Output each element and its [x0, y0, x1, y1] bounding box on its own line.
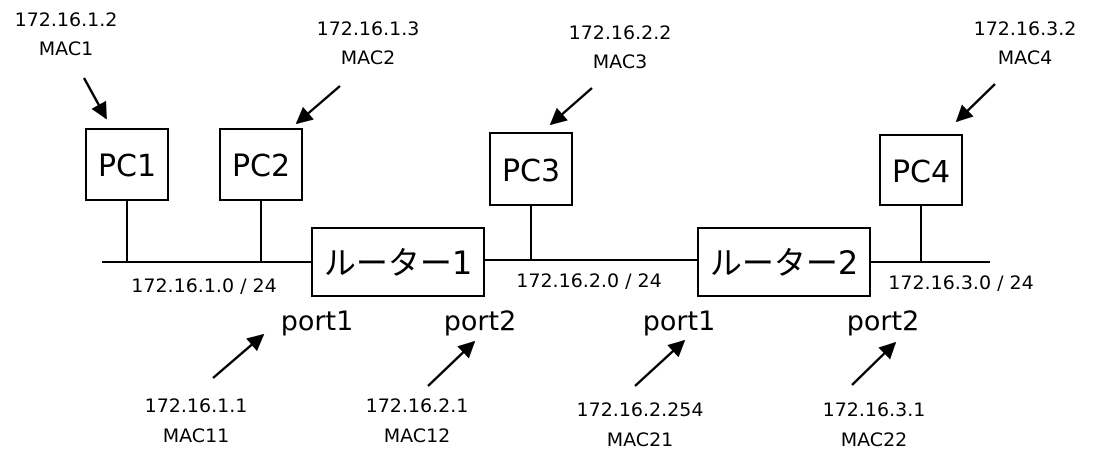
network-label-2: 172.16.2.0 / 24: [516, 270, 661, 292]
router1-port2-label: port2: [444, 306, 517, 337]
router2-port1-mac: MAC21: [607, 429, 674, 451]
router1-port1-label: port1: [281, 306, 354, 337]
router1: ルーター1: [311, 227, 485, 297]
pc2-address: 172.16.1.3 MAC2: [317, 18, 420, 69]
pc3-address: 172.16.2.2 MAC3: [569, 22, 672, 73]
router1-label: ルーター1: [324, 244, 472, 282]
router2-port2-mac: MAC22: [841, 429, 908, 451]
router2-port2-arrow: [851, 341, 897, 386]
router2: ルーター2: [697, 227, 871, 297]
pc1-address: 172.16.1.2 MAC1: [15, 9, 118, 60]
network-label-1: 172.16.1.0 / 24: [131, 275, 276, 297]
router1-port2-arrow: [427, 340, 476, 387]
router2-port1-ip: 172.16.2.254: [577, 399, 704, 421]
router2-port2-label: port2: [847, 306, 920, 337]
pc2-ip: 172.16.1.3: [317, 18, 420, 40]
router1-port2-ip: 172.16.2.1: [366, 395, 469, 417]
router1-port2-address: 172.16.2.1 MAC12: [366, 395, 469, 447]
pc4-label: PC4: [892, 155, 950, 190]
pc3: PC3: [489, 132, 573, 206]
pc4-ip: 172.16.3.2: [974, 18, 1077, 40]
pc3-ip: 172.16.2.2: [569, 22, 672, 44]
pc4-address: 172.16.3.2 MAC4: [974, 18, 1077, 69]
router2-port2-ip: 172.16.3.1: [823, 399, 926, 421]
pc3-mac: MAC3: [593, 51, 647, 73]
pc1-arrow: [82, 77, 108, 120]
pc1: PC1: [85, 128, 169, 201]
router2-label: ルーター2: [710, 244, 858, 282]
router1-port1-address: 172.16.1.1 MAC11: [145, 395, 248, 447]
router1-port1-mac: MAC11: [163, 425, 230, 447]
pc1-mac: MAC1: [39, 38, 93, 60]
pc3-arrow: [549, 87, 593, 126]
pc2-label: PC2: [232, 149, 290, 184]
router1-port2-mac: MAC12: [384, 425, 451, 447]
pc1-label: PC1: [98, 149, 156, 184]
pc2-arrow: [295, 85, 341, 125]
router2-port1-address: 172.16.2.254 MAC21: [577, 399, 704, 451]
pc4: PC4: [879, 134, 963, 206]
router1-port1-ip: 172.16.1.1: [145, 395, 248, 417]
pc2-mac: MAC2: [341, 47, 395, 69]
router2-port1-label: port1: [643, 306, 716, 337]
pc4-arrow: [955, 83, 996, 123]
pc2: PC2: [219, 128, 303, 201]
pc3-label: PC3: [502, 154, 560, 189]
router2-port2-address: 172.16.3.1 MAC22: [823, 399, 926, 451]
pc4-mac: MAC4: [998, 47, 1052, 69]
pc1-ip: 172.16.1.2: [15, 9, 118, 31]
router1-port1-arrow: [212, 333, 265, 379]
network-label-3: 172.16.3.0 / 24: [888, 272, 1033, 294]
router2-port1-arrow: [634, 339, 686, 387]
